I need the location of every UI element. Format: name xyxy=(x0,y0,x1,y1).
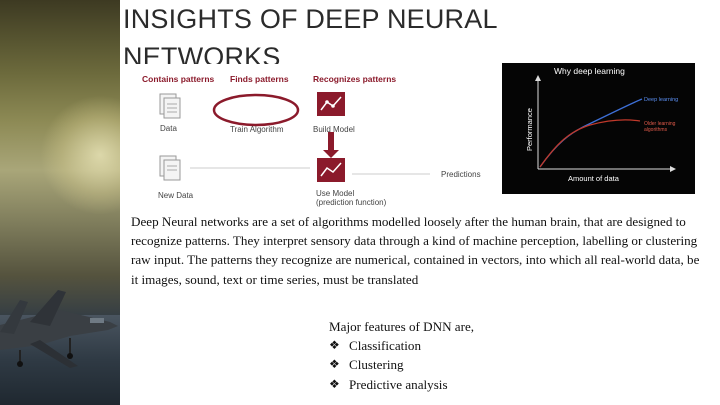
label-new-data: New Data xyxy=(158,191,194,200)
use-model-icon xyxy=(317,158,345,182)
feature-label: Clustering xyxy=(349,357,404,373)
ml-workflow-diagram: Contains patterns Finds patterns Recogni… xyxy=(130,70,490,210)
label-predictions: Predictions xyxy=(441,170,481,179)
features-intro: Major features of DNN are, xyxy=(329,319,475,334)
arrow-down-icon xyxy=(323,132,339,158)
train-loop-icon xyxy=(212,93,300,127)
dl-deep-label: Deep learning xyxy=(644,97,678,103)
head-recognizes-patterns: Recognizes patterns xyxy=(313,74,397,84)
sun-glow xyxy=(40,95,120,215)
dl-old-label-1: Older learning xyxy=(644,121,676,127)
head-contains-patterns: Contains patterns xyxy=(142,74,215,84)
features-list: Major features of DNN are, ❖ Classificat… xyxy=(329,317,629,394)
feature-label: Predictive analysis xyxy=(349,376,448,392)
deep-learning-chart: Why deep learning Deep learning Older le… xyxy=(502,63,695,194)
dl-title: Why deep learning xyxy=(554,66,625,76)
jet-photo xyxy=(0,0,120,405)
diamond-bullet-icon: ❖ xyxy=(329,338,340,353)
fighter-jet-icon xyxy=(0,290,118,368)
dl-old-line xyxy=(539,119,641,168)
feature-item: ❖ Classification xyxy=(329,336,629,355)
diamond-bullet-icon: ❖ xyxy=(329,376,340,391)
page-title: INSIGHTS OF DEEP NEURAL NETWORKS xyxy=(123,4,497,64)
feature-label: Classification xyxy=(349,338,422,354)
build-model-icon xyxy=(317,92,345,116)
feature-item: ❖ Predictive analysis xyxy=(329,375,629,394)
data-document-icon xyxy=(159,93,181,119)
label-use-model-sub: (prediction function) xyxy=(316,198,387,207)
dl-y-label: Performance xyxy=(525,108,534,151)
label-train: Train Algorithm xyxy=(230,125,284,134)
diamond-bullet-icon: ❖ xyxy=(329,357,340,372)
dl-x-label: Amount of data xyxy=(568,174,620,183)
dl-old-label-2: algorithms xyxy=(644,127,668,133)
workflow-graphics xyxy=(159,92,430,182)
label-use-model: Use Model xyxy=(316,189,355,198)
deep-learning-chart-svg: Why deep learning Deep learning Older le… xyxy=(525,66,678,183)
label-build: Build Model xyxy=(313,125,355,134)
dl-deep-line xyxy=(539,98,643,168)
new-data-document-icon xyxy=(159,155,181,181)
feature-item: ❖ Clustering xyxy=(329,355,629,374)
head-finds-patterns: Finds patterns xyxy=(230,74,289,84)
description-paragraph: Deep Neural networks are a set of algori… xyxy=(131,214,700,287)
label-data: Data xyxy=(160,124,177,133)
